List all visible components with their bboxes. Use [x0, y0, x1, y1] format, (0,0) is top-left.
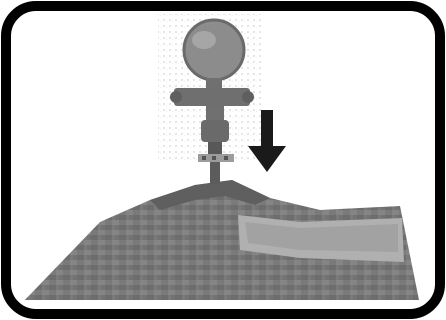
figure-frame [0, 0, 446, 320]
roof-finial-illustration [0, 0, 446, 320]
